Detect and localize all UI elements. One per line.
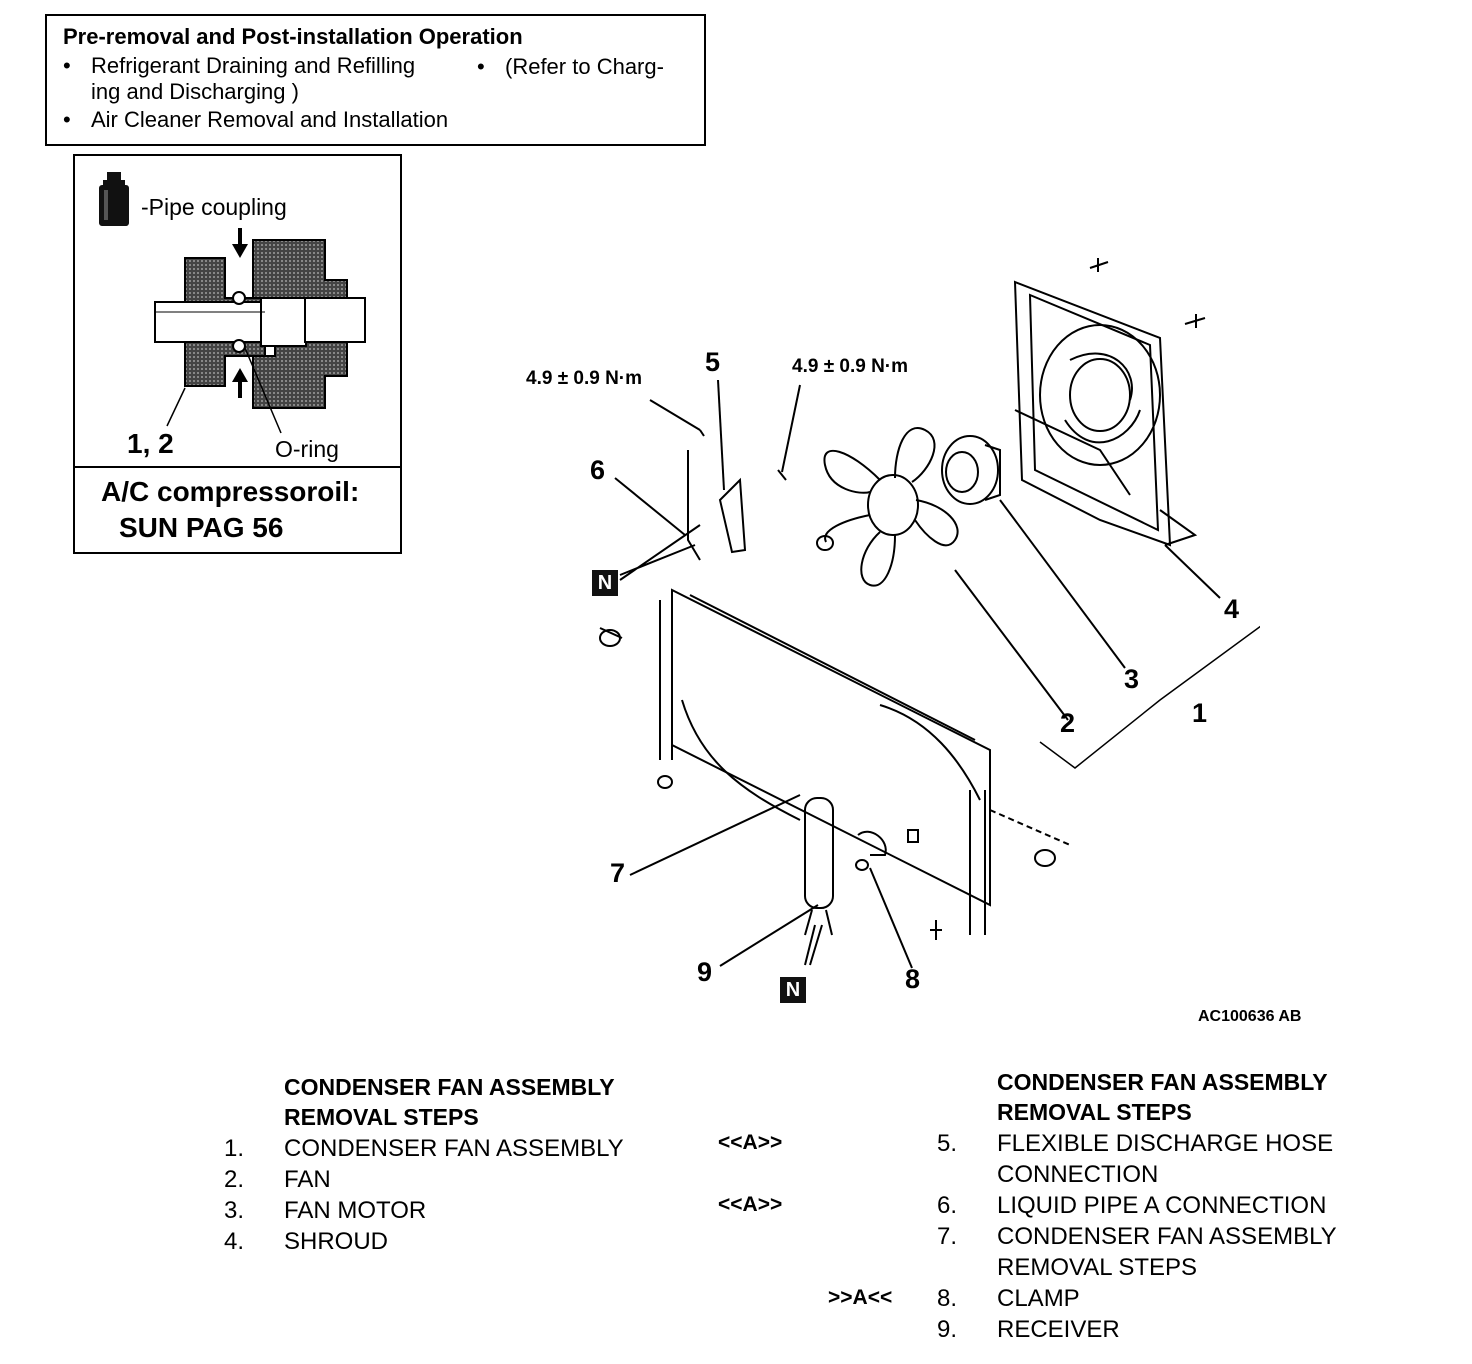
condenser-fan-exploded-diagram <box>599 258 1260 969</box>
shroud-outline <box>1013 280 1172 547</box>
left-steps-heading-2: REMOVAL STEPS <box>284 1104 479 1130</box>
pipe-coupling-legend: -Pipe coupling <box>141 194 287 220</box>
callout-3: 3 <box>1124 664 1140 694</box>
compressor-oil-label: A/C compressoroil: <box>101 476 360 507</box>
service-mark-step-8: >>A<< <box>828 1286 893 1309</box>
operation-item-refrigerant: Refrigerant Draining and Refilling <box>63 53 415 79</box>
n-mark-upper: N <box>592 570 618 596</box>
inset-oring-label: O-ring <box>275 436 339 462</box>
left-step-num: 2. <box>224 1166 245 1193</box>
right-steps-heading-2: REMOVAL STEPS <box>997 1099 1192 1125</box>
right-step-label-cont: REMOVAL STEPS <box>997 1254 1198 1281</box>
operation-item-refrigerant-cont: ing and Discharging ) <box>91 79 299 104</box>
callout-4: 4 <box>1224 594 1240 624</box>
right-step-num: 5. <box>937 1130 958 1157</box>
operation-item-air-cleaner: Air Cleaner Removal and Installation <box>63 107 448 133</box>
left-step-num: 4. <box>224 1228 245 1255</box>
right-step-label: FLEXIBLE DISCHARGE HOSE <box>997 1130 1334 1157</box>
n-mark-lower: N <box>780 977 806 1003</box>
service-mark-step-6: <<A>> <box>718 1193 783 1216</box>
right-step-label: RECEIVER <box>997 1316 1120 1343</box>
figure-id: AC100636 AB <box>1198 1008 1302 1025</box>
left-step-label: CONDENSER FAN ASSEMBLY <box>284 1135 624 1162</box>
callout-7: 7 <box>610 858 626 888</box>
compressor-oil-value: SUN PAG 56 <box>119 512 284 543</box>
pipe-coupling-inset: -Pipe coupling 1, 2 O-ring A/C compresso <box>73 154 402 554</box>
left-steps-heading-1: CONDENSER FAN ASSEMBLY <box>284 1074 615 1100</box>
condenser-outline <box>671 588 991 907</box>
left-step-num: 3. <box>224 1197 245 1224</box>
callout-6: 6 <box>590 455 606 485</box>
right-steps-heading-1: CONDENSER FAN ASSEMBLY <box>997 1069 1328 1095</box>
callout-8: 8 <box>905 964 921 994</box>
right-step-num: 8. <box>937 1285 958 1312</box>
right-step-num: 9. <box>937 1316 958 1343</box>
assembly-bracket <box>1039 625 1260 769</box>
pre-removal-operation-box: Pre-removal and Post-installation Operat… <box>45 14 706 146</box>
right-step-label-cont: CONNECTION <box>997 1161 1159 1188</box>
right-step-num: 6. <box>937 1192 958 1219</box>
left-step-label: SHROUD <box>284 1228 389 1255</box>
inset-part-label: 1, 2 <box>127 428 174 459</box>
callout-1: 1 <box>1192 698 1208 728</box>
oil-bottle-icon <box>99 172 129 226</box>
operation-title: Pre-removal and Post-installation Operat… <box>63 24 523 49</box>
right-step-label: CONDENSER FAN ASSEMBLY <box>997 1223 1337 1250</box>
torque-label-right: 4.9 ± 0.9 N·m <box>792 356 909 377</box>
right-step-label: LIQUID PIPE A CONNECTION <box>997 1192 1327 1219</box>
operation-item-refrigerant-ref: (Refer to Charg- <box>477 54 664 80</box>
inset-divider <box>75 466 400 468</box>
callout-5: 5 <box>705 347 721 377</box>
service-mark-step-5: <<A>> <box>718 1131 783 1154</box>
callout-2: 2 <box>1060 708 1076 738</box>
pipe-coupling-crosssection <box>154 228 366 434</box>
right-step-num: 7. <box>937 1223 958 1250</box>
right-step-label: CLAMP <box>997 1285 1080 1312</box>
left-step-label: FAN <box>284 1166 331 1193</box>
torque-label-left: 4.9 ± 0.9 N·m <box>526 368 643 389</box>
callout-9: 9 <box>697 957 713 987</box>
left-step-num: 1. <box>224 1135 245 1162</box>
left-step-label: FAN MOTOR <box>284 1197 427 1224</box>
